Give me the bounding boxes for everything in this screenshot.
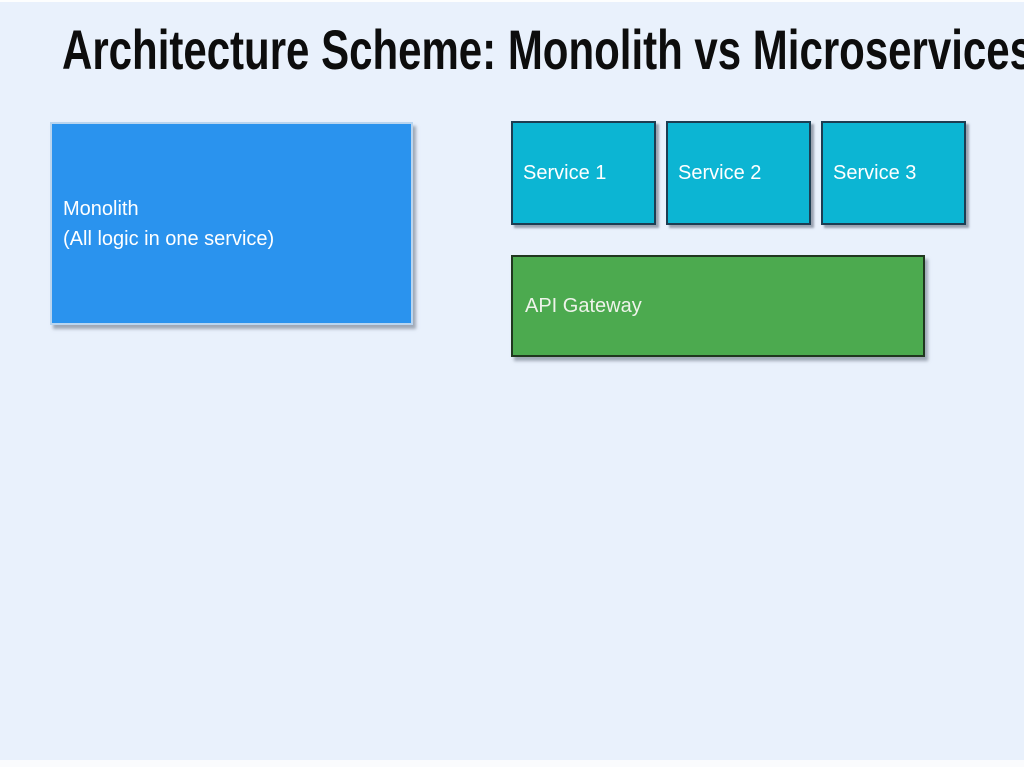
monolith-label-line1: Monolith (63, 197, 139, 220)
service-2-box: Service 2 (666, 121, 811, 225)
monolith-box: Monolith (All logic in one service) (50, 122, 413, 325)
service-3-box: Service 3 (821, 121, 966, 225)
slide-title: Architecture Scheme: Monolith vs Microse… (62, 18, 1024, 81)
slide-bottom-edge (0, 760, 1024, 767)
monolith-label: Monolith (All logic in one service) (52, 194, 274, 254)
service-3-label: Service 3 (833, 162, 917, 184)
api-gateway-label: API Gateway (525, 295, 642, 317)
service-1-label: Service 1 (523, 162, 607, 184)
service-2-label: Service 2 (678, 162, 762, 184)
monolith-label-line2: (All logic in one service) (63, 227, 275, 250)
slide-top-edge (0, 0, 1024, 2)
service-1-box: Service 1 (511, 121, 656, 225)
api-gateway-box: API Gateway (511, 255, 925, 357)
